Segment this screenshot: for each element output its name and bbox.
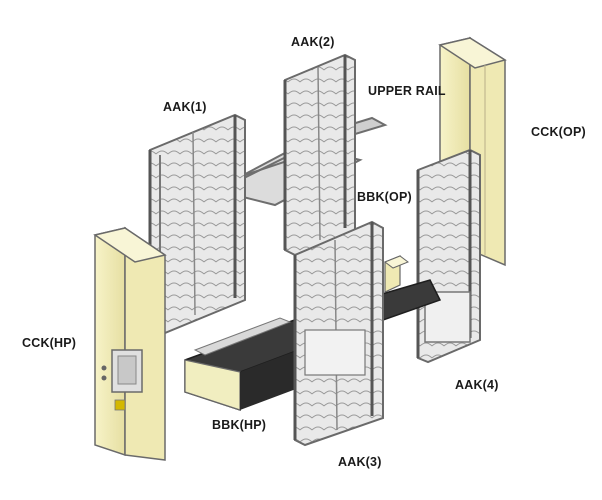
label-cck-hp: CCK(HP) (22, 336, 77, 350)
label-upper-rail: UPPER RAIL (368, 84, 446, 98)
label-aak1: AAK(1) (163, 100, 207, 114)
label-aak4: AAK(4) (455, 378, 499, 392)
aak3-rack (293, 220, 384, 447)
aak2-rack (283, 53, 356, 257)
label-aak2: AAK(2) (291, 35, 335, 49)
label-cck-op: CCK(OP) (531, 125, 586, 139)
label-bbk-op: BBK(OP) (357, 190, 412, 204)
aak4-rack (416, 148, 481, 364)
cck-hp-tower (93, 226, 167, 461)
label-bbk-hp: BBK(HP) (212, 418, 267, 432)
bbk-op-box (383, 255, 410, 293)
label-aak3: AAK(3) (338, 455, 382, 469)
